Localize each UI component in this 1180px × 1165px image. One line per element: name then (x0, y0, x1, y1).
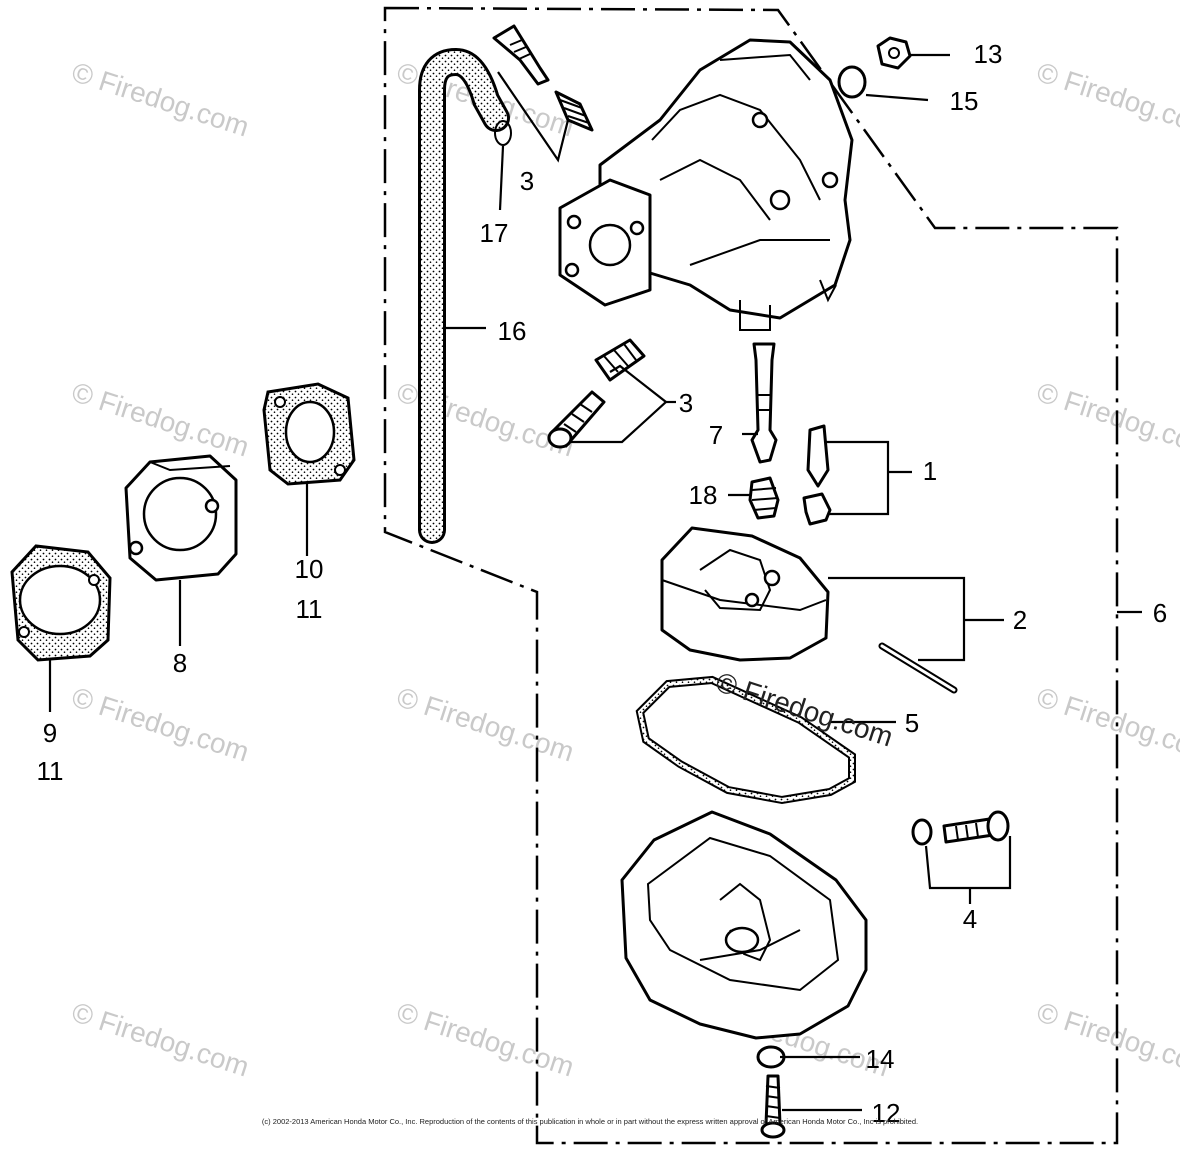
carburetor-body (558, 38, 854, 331)
label-13: 13 (974, 39, 1003, 69)
part-labels: 1 2 3 3 4 5 6 7 8 9 10 11 11 12 13 14 15… (37, 39, 1168, 1128)
main-nozzle (750, 342, 778, 464)
hose-clip (494, 120, 512, 146)
label-1: 1 (923, 456, 937, 486)
label-8: 8 (173, 648, 187, 678)
label-14: 14 (866, 1044, 895, 1074)
insulator-gasket (262, 382, 356, 486)
label-12: 12 (872, 1098, 901, 1128)
insulator (124, 454, 238, 582)
label-18: 18 (689, 480, 718, 510)
float-chamber-gasket (635, 675, 856, 805)
float-valve (802, 424, 832, 526)
label-5: 5 (905, 708, 919, 738)
label-17: 17 (480, 218, 509, 248)
watermark: © Firedog.com (1033, 376, 1180, 462)
watermark: © Firedog.com (1033, 56, 1180, 142)
fuel-hose (418, 47, 510, 544)
label-16: 16 (498, 316, 527, 346)
label-11-a: 11 (296, 594, 323, 624)
label-7: 7 (709, 420, 723, 450)
drain-screw (760, 1074, 786, 1139)
watermark: © Firedog.com (1033, 681, 1180, 767)
watermark-center: © Firedog.com (712, 666, 897, 752)
float-chamber (620, 810, 868, 1040)
assembly-boundary (383, 6, 1119, 1145)
watermark: © Firedog.com (1033, 996, 1180, 1082)
label-9: 9 (43, 718, 57, 748)
label-3-upper: 3 (520, 166, 534, 196)
label-6: 6 (1153, 598, 1167, 628)
main-jet (748, 476, 780, 520)
label-4: 4 (963, 904, 977, 934)
bolt-and-washer (911, 810, 1010, 846)
washer (837, 65, 867, 99)
watermark: © Firedog.com (393, 681, 578, 767)
float (660, 526, 830, 662)
watermark: © Firedog.com (393, 996, 578, 1082)
label-2: 2 (1013, 605, 1027, 635)
watermark: © Firedog.com (68, 681, 253, 767)
label-11-b: 11 (37, 756, 64, 786)
label-10: 10 (295, 554, 324, 584)
pilot-screw-lower (547, 338, 646, 449)
watermark: © Firedog.com (68, 996, 253, 1082)
pilot-screw-upper (492, 24, 594, 132)
label-3-lower: 3 (679, 388, 693, 418)
label-15: 15 (950, 86, 979, 116)
watermark: © Firedog.com (68, 56, 253, 142)
gasket-9 (10, 544, 112, 662)
nut (876, 36, 912, 70)
leader-lines (48, 53, 1142, 1112)
watermark: © Firedog.com (68, 376, 253, 462)
copyright-notice: (c) 2002-2013 American Honda Motor Co., … (262, 1117, 918, 1126)
